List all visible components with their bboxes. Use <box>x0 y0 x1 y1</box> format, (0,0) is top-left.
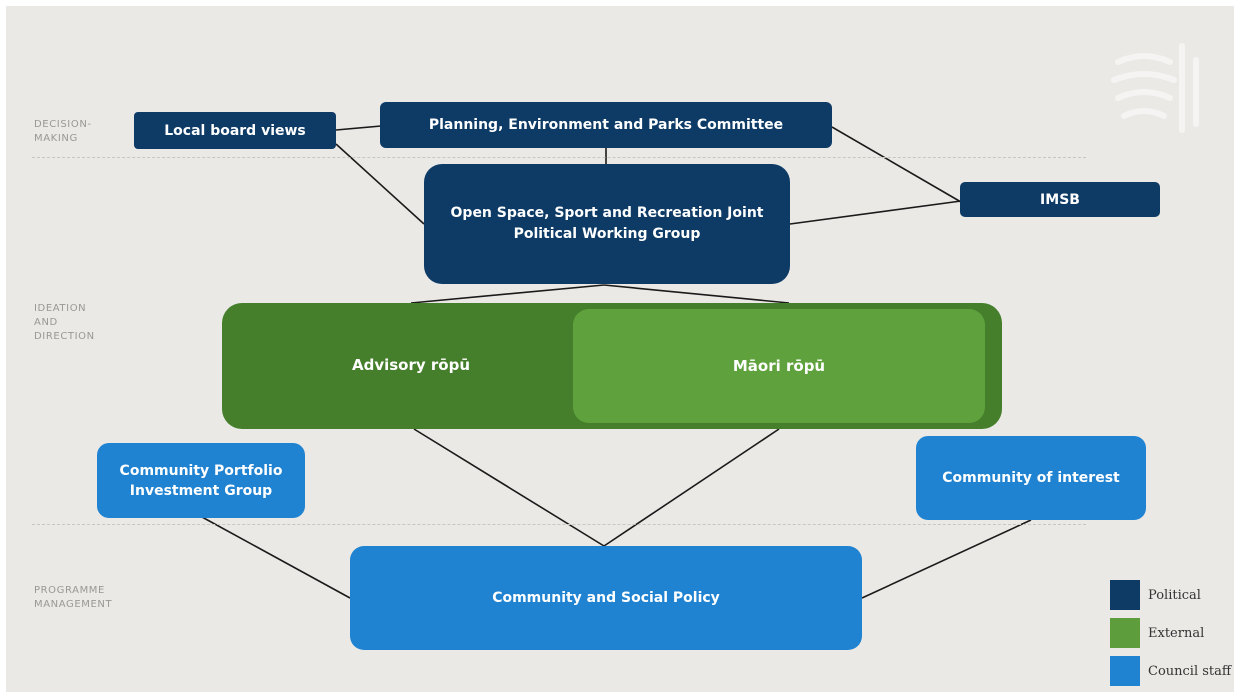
node-maori-ropu: Māori rōpū <box>573 309 985 423</box>
connector-maori-to-policy <box>603 428 780 547</box>
node-planning-committee: Planning, Environment and Parks Committe… <box>380 102 832 148</box>
connector-interest-to-policy <box>861 519 1032 599</box>
section-label-ideation: IDEATION AND DIRECTION <box>34 303 95 342</box>
node-portfolio-investment-group: Community Portfolio Investment Group <box>97 443 305 518</box>
connector-local-to-working-group <box>335 143 425 225</box>
legend-label-political: Political <box>1148 587 1201 603</box>
divider-decision <box>32 157 1086 158</box>
connector-advisory-to-policy <box>413 428 605 547</box>
legend-item-council-staff: Council staff <box>1110 656 1231 686</box>
legend-item-external: External <box>1110 618 1204 648</box>
node-working-group: Open Space, Sport and Recreation Joint P… <box>424 164 790 284</box>
connector-portfolio-to-policy <box>201 516 351 599</box>
legend-item-political: Political <box>1110 580 1201 610</box>
legend-label-external: External <box>1148 625 1205 641</box>
node-imsb: IMSB <box>960 182 1160 217</box>
advisory-ropu-label: Advisory rōpū <box>351 356 470 374</box>
section-label-programme: PROGRAMME MANAGEMENT <box>34 585 113 610</box>
org-diagram: DECISION- MAKING IDEATION AND DIRECTION … <box>6 6 1234 692</box>
watermark-logo-icon <box>1111 43 1199 133</box>
legend-label-council-staff: Council staff <box>1148 663 1232 679</box>
legend-swatch-political <box>1110 580 1140 610</box>
connector-local-to-planning <box>335 125 382 131</box>
divider-programme <box>32 524 1086 525</box>
section-label-decision-making: DECISION- MAKING <box>34 119 92 144</box>
node-community-of-interest: Community of interest <box>916 436 1146 520</box>
legend-swatch-external <box>1110 618 1140 648</box>
legend-swatch-council-staff <box>1110 656 1140 686</box>
connector-working-group-to-imsb <box>789 200 962 225</box>
node-community-social-policy: Community and Social Policy <box>350 546 862 650</box>
connector-working-group-to-maori <box>603 284 790 304</box>
connector-working-group-to-advisory <box>410 284 605 304</box>
node-local-board-views: Local board views <box>134 112 336 149</box>
connector-planning-to-imsb <box>831 126 962 203</box>
